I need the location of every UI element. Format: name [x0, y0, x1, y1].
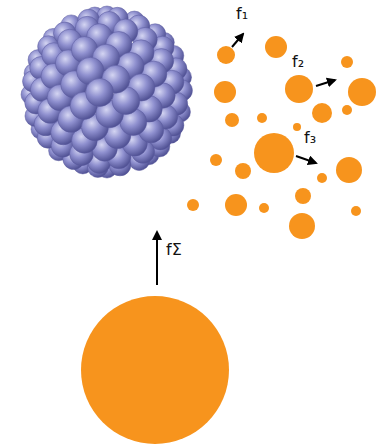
force-label: f₂: [292, 52, 304, 71]
force-label: f₁: [236, 4, 248, 23]
nanoparticle-cluster: [21, 6, 192, 178]
particles: [81, 36, 376, 444]
force-arrows: [157, 34, 335, 285]
cluster-atom: [86, 79, 114, 107]
force-label: f₃: [304, 128, 316, 147]
force-label: fΣ: [166, 240, 182, 259]
